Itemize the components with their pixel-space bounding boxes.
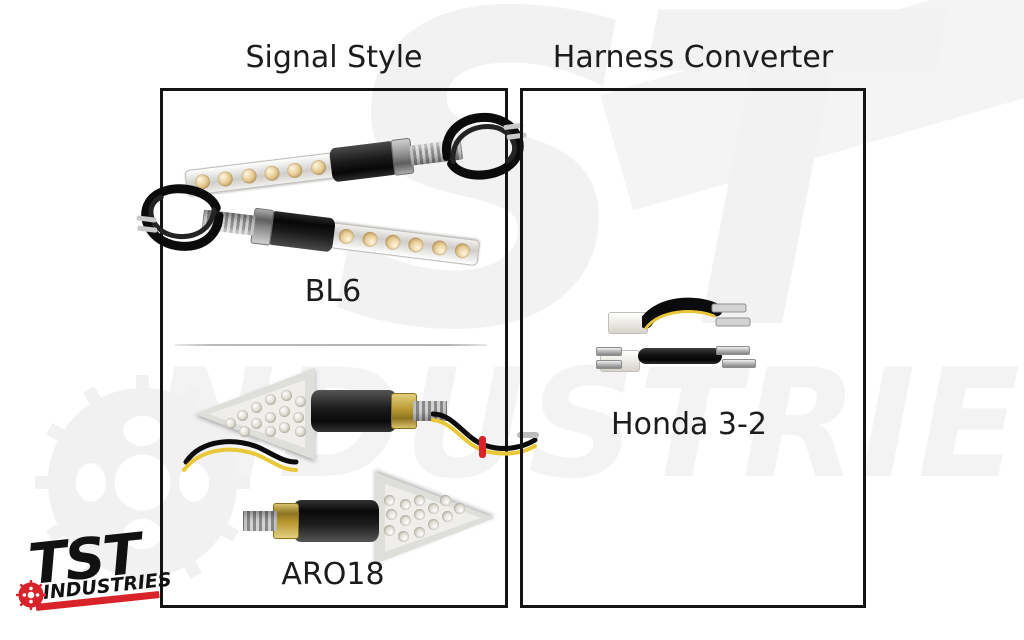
aro18-stem bbox=[311, 390, 397, 432]
harness-terminal bbox=[596, 347, 622, 356]
panel-title-harness-converter: Harness Converter bbox=[552, 40, 834, 75]
led bbox=[338, 228, 355, 246]
aro18-led-cluster bbox=[221, 388, 313, 438]
led bbox=[407, 237, 425, 254]
led bbox=[240, 167, 258, 184]
bl6-wire-loop bbox=[136, 184, 224, 251]
aro18-wires bbox=[431, 411, 539, 458]
product-photo-harness-converter-upper bbox=[608, 297, 808, 350]
led bbox=[453, 242, 471, 260]
tst-industries-logo: TST INDUSTRIES bbox=[14, 522, 173, 612]
harness-terminal bbox=[596, 360, 622, 369]
harness-sheath bbox=[642, 297, 751, 330]
led bbox=[286, 161, 304, 179]
panel-harness-converter bbox=[520, 88, 866, 608]
harness-terminal bbox=[716, 346, 750, 355]
item-label-honda-3-2: Honda 3-2 bbox=[611, 407, 767, 442]
product-photo-harness-converter-lower bbox=[596, 338, 800, 388]
panel-divider bbox=[175, 344, 487, 346]
aro18-led-cluster bbox=[377, 494, 469, 544]
led bbox=[263, 164, 281, 182]
product-photo-bl6-signal-lower bbox=[136, 180, 484, 288]
led bbox=[361, 231, 378, 249]
bl6-lens bbox=[328, 222, 481, 267]
logo-sprocket-icon bbox=[16, 580, 46, 610]
item-label-aro18: ARO18 bbox=[281, 557, 385, 592]
aro18-stem bbox=[293, 500, 379, 542]
aro18-threaded-stud bbox=[243, 511, 277, 531]
panel-signal-style bbox=[160, 88, 508, 608]
aro18-loose-wire-pigtail bbox=[182, 439, 299, 472]
bl6-stem bbox=[266, 210, 336, 253]
panel-title-signal-style: Signal Style bbox=[245, 40, 423, 75]
item-label-bl6: BL6 bbox=[304, 274, 362, 309]
led bbox=[384, 234, 402, 252]
bl6-stem bbox=[328, 140, 399, 183]
harness-terminal bbox=[722, 359, 756, 368]
led bbox=[430, 240, 448, 257]
harness-sheath bbox=[638, 348, 722, 364]
led bbox=[309, 158, 327, 176]
